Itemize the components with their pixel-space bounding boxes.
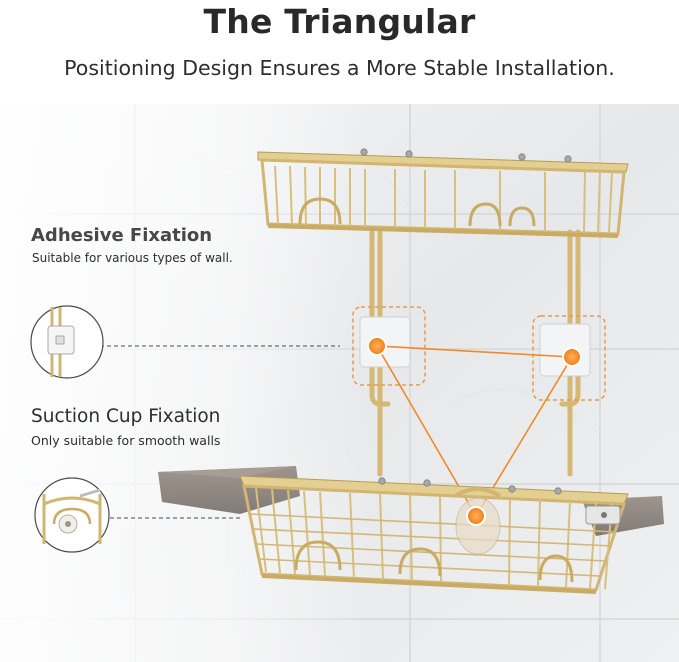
adhesive-fixation-title: Adhesive Fixation [31, 225, 213, 246]
upper-basket [257, 148, 629, 238]
suction-fixation-title: Suction Cup Fixation [31, 406, 221, 427]
suction-detail-circle [34, 477, 110, 553]
suction-fixation-description: Only suitable for smooth walls [31, 433, 221, 448]
page-title: The Triangular [203, 2, 476, 41]
anchor-points [367, 336, 582, 526]
shower-caddy-illustration [0, 104, 679, 662]
adhesive-detail-circle [30, 305, 104, 379]
adhesive-fixation-description: Suitable for various types of wall. [32, 251, 233, 265]
product-photo [0, 104, 679, 662]
page-subtitle: Positioning Design Ensures a More Stable… [64, 56, 615, 80]
